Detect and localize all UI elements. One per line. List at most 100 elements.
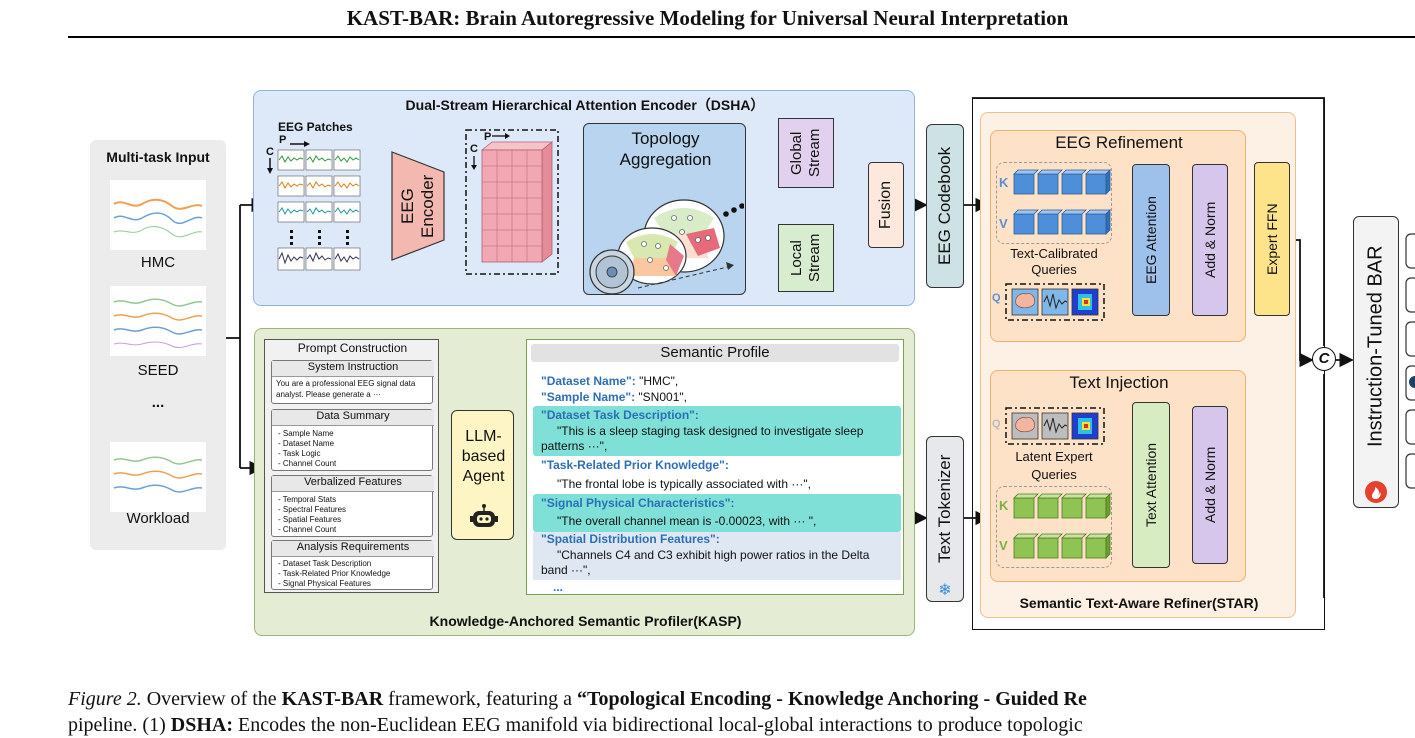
sample-name-row: "Sample Name": "SN001",	[541, 390, 687, 405]
list-item: - Temporal Stats	[278, 495, 337, 504]
latent-q-label: Q	[992, 418, 1001, 430]
list-item: - Spectral Features	[278, 505, 347, 514]
star-title: Semantic Text-Aware Refiner(STAR)	[1019, 595, 1259, 611]
list-item: - Channel Count	[278, 525, 337, 534]
sample-name-value: "SN001",	[635, 390, 687, 404]
eeg-add-norm-label: Add & Norm	[1202, 201, 1218, 279]
caption-dsha: DSHA:	[170, 714, 233, 736]
text-add-norm-label: Add & Norm	[1202, 446, 1218, 524]
dataset-name-value: "HMC",	[635, 374, 679, 388]
system-instruction-text: You are a professional EEG signal data a…	[276, 379, 416, 399]
task-description-block: "Dataset Task Description": "This is a s…	[533, 406, 901, 456]
eeg-codebook-box	[926, 124, 964, 288]
text-add-norm-box	[1192, 406, 1228, 564]
latent-expert-queries-label: Latent Expert Queries	[1015, 449, 1093, 482]
verbalized-features-list: - Temporal Stats - Spectral Features - S…	[278, 495, 346, 535]
eeg-kv-token-cubes	[1013, 169, 1111, 235]
text-tokenizer-box	[926, 436, 964, 602]
list-item: - Spatial Features	[278, 515, 342, 524]
llm-agent-label: LLM- based Agent	[461, 428, 506, 485]
dataset-ellipsis: ...	[151, 394, 165, 411]
caption-lead: Overview of the	[141, 688, 282, 710]
eeg-add-norm-box	[1192, 164, 1228, 316]
kasp-title: Knowledge-Anchored Semantic Profiler(KAS…	[429, 613, 742, 629]
caption-line2-rest: Encodes the non-Euclidean EEG manifold v…	[232, 714, 1083, 736]
semantic-profile-title: Semantic Profile	[531, 344, 899, 362]
signal-characteristics-key: "Signal Physical Characteristics":	[541, 496, 735, 510]
instruction-tuned-bar-box	[1353, 216, 1399, 508]
list-item: - Task Logic	[278, 449, 321, 458]
expert-ffn-box	[1254, 162, 1290, 316]
output-tokens-partial	[1405, 233, 1415, 489]
dataset-workload: Workload	[126, 510, 190, 527]
eeg-kv-group	[996, 162, 1112, 244]
caption-quote: “Topological Encoding - Knowledge Anchor…	[576, 688, 1087, 710]
text-kv-token-cubes	[1013, 493, 1111, 559]
system-instruction-title: System Instruction	[272, 361, 434, 377]
signal-characteristics-block: "Signal Physical Characteristics": "The …	[533, 494, 901, 532]
text-attention-label: Text Attention	[1143, 442, 1159, 528]
eeg-q-label: Q	[992, 292, 1001, 304]
patch-embedding-tensor: P C	[465, 129, 559, 275]
data-summary-title: Data Summary	[272, 410, 434, 426]
hmc-signal-thumbnail	[110, 180, 206, 250]
text-calibrated-queries-label: Text-Calibrated Queries	[1010, 246, 1098, 277]
topology-aggregation-box: Topology Aggregation	[583, 123, 746, 295]
caption-figure-label: Figure 2.	[68, 688, 142, 710]
text-attention-box	[1132, 402, 1170, 568]
dataset-name-key: "Dataset Name":	[541, 374, 636, 388]
list-item: - Task-Related Prior Knowledge	[278, 569, 391, 578]
header-rule	[68, 36, 1415, 38]
figure-caption: Figure 2. Overview of the KAST-BAR frame…	[68, 686, 1415, 738]
patch-p-label: P	[279, 134, 287, 146]
llm-agent-box: LLM- based Agent	[451, 410, 514, 540]
caption-line-1: Figure 2. Overview of the KAST-BAR frame…	[68, 686, 1415, 712]
paper-header: KAST-BAR: Brain Autoregressive Modeling …	[346, 6, 1069, 30]
concat-node: C	[1312, 347, 1336, 371]
sample-name-key: "Sample Name":	[541, 390, 636, 404]
prompt-construction-title: Prompt Construction	[297, 341, 408, 355]
topology-aggregation-label: Topology Aggregation	[619, 129, 712, 169]
robot-icon	[470, 504, 498, 527]
eeg-attention-label: EEG Attention	[1143, 196, 1159, 284]
semantic-profile-panel: Semantic Profile "Dataset Name": "HMC", …	[526, 339, 904, 595]
profile-ellipsis: ...	[553, 580, 564, 594]
prompt-construction-panel: Prompt Construction System Instruction Y…	[264, 339, 439, 593]
eeg-k-label: K	[999, 175, 1009, 190]
task-description-value: "This is a sleep staging task designed t…	[541, 424, 864, 453]
caption-mid: framework, featuring a	[383, 688, 577, 710]
brain-topology-illustration	[589, 199, 744, 294]
fusion-box	[868, 162, 904, 248]
caption-line-2: pipeline. (1) DSHA: Encodes the non-Eucl…	[68, 712, 1415, 738]
dataset-hmc: HMC	[140, 254, 176, 271]
eeg-attention-box	[1132, 164, 1170, 316]
signal-characteristics-value: "The overall channel mean is -0.00023, w…	[557, 514, 817, 528]
flame-icon	[1365, 481, 1387, 503]
svg-text:P: P	[484, 131, 491, 143]
eeg-patch-grid	[267, 141, 361, 271]
analysis-requirements-card: Analysis Requirements - Dataset Task Des…	[271, 540, 434, 590]
dsha-title: Dual-Stream Hierarchical Attention Encod…	[405, 97, 765, 113]
eeg-query-tokens	[1005, 283, 1105, 321]
prior-knowledge-key: "Task-Related Prior Knowledge":	[541, 458, 729, 472]
eeg-codebook-label: EEG Codebook	[935, 146, 954, 266]
spatial-distribution-key: "Spatial Distribution Features":	[541, 532, 720, 546]
spatial-distribution-block: "Spatial Distribution Features": "Channe…	[533, 532, 901, 580]
prior-knowledge-value: "The frontal lobe is typically associate…	[557, 477, 811, 491]
local-stream-label: Local Stream	[788, 233, 823, 283]
system-instruction-card: System Instruction You are a professiona…	[271, 360, 434, 404]
verbalized-features-title: Verbalized Features	[272, 476, 434, 492]
snowflake-icon: ❄	[938, 582, 952, 599]
list-item: - Dataset Task Description	[278, 559, 372, 568]
dataset-seed: SEED	[137, 362, 179, 379]
analysis-requirements-list: - Dataset Task Description - Task-Relate…	[278, 559, 390, 589]
analysis-requirements-title: Analysis Requirements	[272, 541, 434, 557]
eeg-patches-label: EEG Patches	[278, 120, 353, 134]
list-item: - Sample Name	[278, 429, 334, 438]
eeg-refinement-title: EEG Refinement	[1055, 133, 1183, 152]
latent-query-tokens	[1005, 407, 1105, 445]
eeg-encoder-label: EEG Encoder	[398, 174, 437, 238]
global-stream-label: Global Stream	[788, 128, 823, 178]
multitask-input-title: Multi-task Input	[106, 149, 210, 165]
text-v-label: V	[999, 538, 1008, 553]
